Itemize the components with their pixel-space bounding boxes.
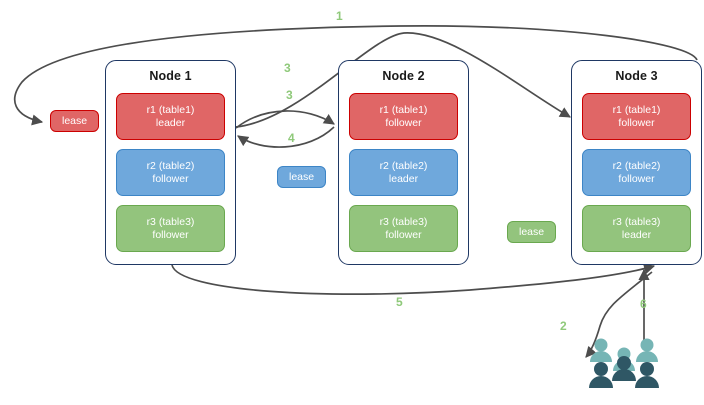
- range-box-r3[interactable]: r3 (table3) follower: [116, 205, 225, 252]
- range-name: r1 (table1): [612, 103, 661, 116]
- lease-chip-r3[interactable]: lease: [507, 221, 557, 243]
- node-card-2[interactable]: Node 2 r1 (table1) follower r2 (table2) …: [338, 60, 469, 265]
- arrow-step-4: [237, 126, 335, 148]
- node-title: Node 1: [149, 69, 192, 83]
- step-label-4: 4: [288, 131, 295, 145]
- node-title: Node 3: [615, 69, 658, 83]
- range-name: r3 (table3): [146, 215, 195, 228]
- range-role: follower: [385, 228, 422, 241]
- range-name: r1 (table1): [146, 103, 195, 116]
- range-role: leader: [155, 116, 186, 129]
- range-role: follower: [152, 172, 189, 185]
- arrow-step-3-to-node3: [235, 32, 571, 128]
- node-card-1[interactable]: Node 1 r1 (table1) leader r2 (table2) fo…: [105, 60, 236, 265]
- range-name: r2 (table2): [379, 159, 428, 172]
- node-card-3[interactable]: Node 3 r1 (table1) follower r2 (table2) …: [571, 60, 702, 265]
- range-box-r1[interactable]: r1 (table1) follower: [582, 93, 691, 140]
- lease-label: lease: [289, 171, 315, 183]
- users-group-icon: [589, 338, 659, 388]
- range-list: r1 (table1) follower r2 (table2) followe…: [582, 93, 691, 252]
- lease-label: lease: [519, 226, 545, 238]
- range-role: follower: [618, 172, 655, 185]
- step-label-3-upper: 3: [284, 61, 291, 75]
- lease-chip-r2[interactable]: lease: [277, 166, 327, 188]
- arrow-step-6: [585, 271, 653, 358]
- lease-label: lease: [62, 115, 88, 127]
- range-box-r3[interactable]: r3 (table3) leader: [582, 205, 691, 252]
- range-box-r2[interactable]: r2 (table2) leader: [349, 149, 458, 196]
- range-box-r1[interactable]: r1 (table1) follower: [349, 93, 458, 140]
- range-box-r2[interactable]: r2 (table2) follower: [116, 149, 225, 196]
- lease-chip-r1[interactable]: lease: [50, 110, 100, 132]
- range-box-r3[interactable]: r3 (table3) follower: [349, 205, 458, 252]
- range-list: r1 (table1) leader r2 (table2) follower …: [116, 93, 225, 252]
- range-name: r2 (table2): [612, 159, 661, 172]
- arrow-step-2: [13, 24, 698, 126]
- step-label-6: 2: [560, 319, 567, 333]
- range-role: leader: [388, 172, 419, 185]
- step-label-2: 1: [336, 9, 343, 23]
- range-role: follower: [152, 228, 189, 241]
- range-name: r1 (table1): [379, 103, 428, 116]
- range-name: r3 (table3): [379, 215, 428, 228]
- step-label-5: 5: [396, 295, 403, 309]
- range-role: leader: [621, 228, 652, 241]
- node-title: Node 2: [382, 69, 425, 83]
- range-role: follower: [618, 116, 655, 129]
- range-list: r1 (table1) follower r2 (table2) leader …: [349, 93, 458, 252]
- arrow-step-5: [171, 263, 656, 295]
- step-label-3-lower: 3: [286, 88, 293, 102]
- step-label-1: 6: [640, 297, 647, 311]
- range-role: follower: [385, 116, 422, 129]
- range-name: r3 (table3): [612, 215, 661, 228]
- range-box-r2[interactable]: r2 (table2) follower: [582, 149, 691, 196]
- range-box-r1[interactable]: r1 (table1) leader: [116, 93, 225, 140]
- arrow-step-3-to-node2: [235, 110, 335, 129]
- range-name: r2 (table2): [146, 159, 195, 172]
